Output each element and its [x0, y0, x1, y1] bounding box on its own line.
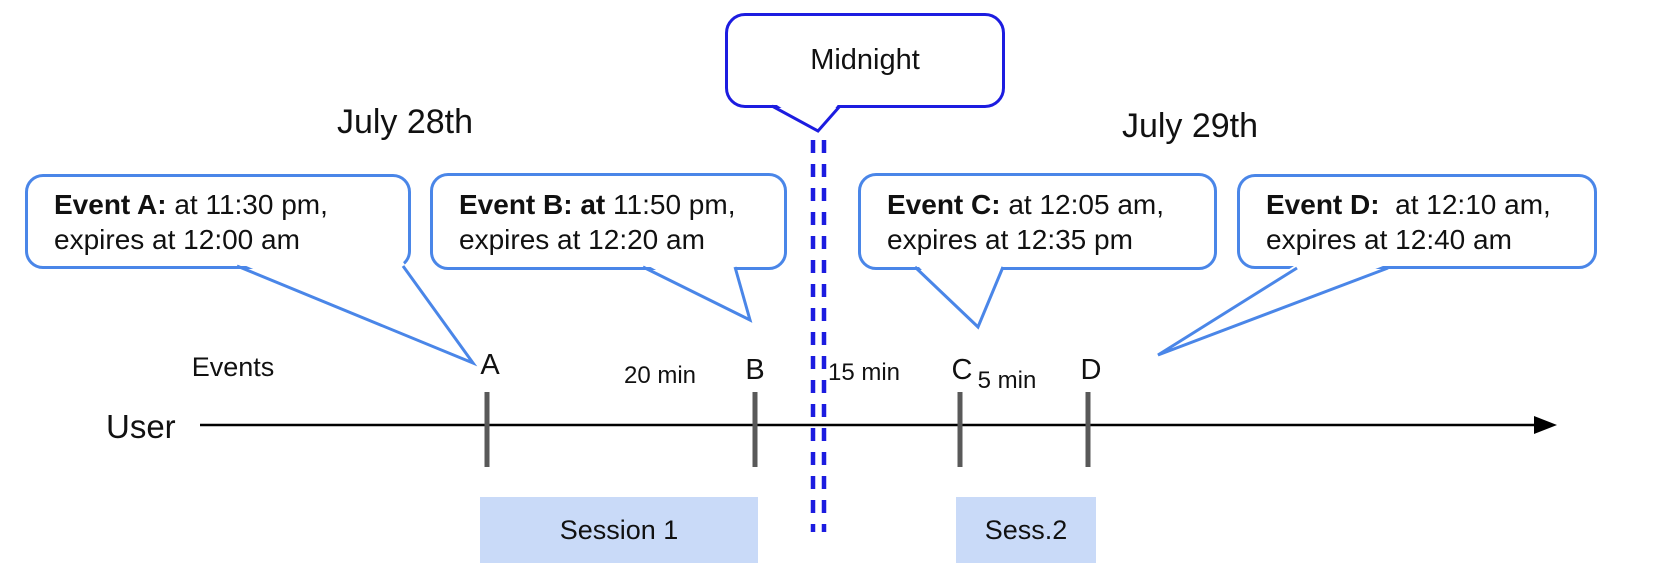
session-2-label: Sess.2: [984, 514, 1068, 545]
date-july-28: July 28th: [336, 103, 474, 141]
user-axis-label: User: [106, 408, 176, 445]
event-a-tail: [236, 262, 478, 367]
event-a-bubble: Event A: at 11:30 pm, expires at 12:00 a…: [25, 174, 411, 269]
session-1-label: Session 1: [559, 514, 679, 545]
midnight-label: Midnight: [810, 44, 920, 76]
event-c-line2: expires at 12:35 pm: [887, 223, 1133, 255]
event-c-bubble: Event C: at 12:05 am, expires at 12:35 p…: [858, 173, 1217, 270]
date-july-29: July 29th: [1121, 107, 1259, 145]
tick-label-b: B: [745, 354, 765, 386]
gap-label-5min: 5 min: [977, 367, 1037, 394]
midnight-dashed-line: [810, 140, 827, 532]
event-d-line2: expires at 12:40 am: [1266, 223, 1512, 255]
event-b-line1: Event B: at 11:50 pm,: [459, 188, 736, 220]
event-b-bubble: Event B: at 11:50 pm, expires at 12:20 a…: [430, 173, 787, 270]
event-b-line2: expires at 12:20 am: [459, 223, 705, 255]
tick-label-d: D: [1080, 354, 1102, 386]
event-a-line1: Event A: at 11:30 pm,: [54, 188, 328, 220]
timeline-arrow: [200, 416, 1557, 434]
tick-label-c: C: [951, 354, 973, 386]
event-d-bubble: Event D: at 12:10 am, expires at 12:40 a…: [1237, 174, 1597, 269]
event-b-tail: [642, 263, 753, 323]
event-d-tail: [1157, 264, 1389, 357]
session-2-box: Sess.2: [956, 497, 1096, 563]
event-c-tail: [913, 263, 1005, 330]
gap-label-20min: 20 min: [623, 362, 697, 389]
session-1-box: Session 1: [480, 497, 758, 563]
events-axis-label: Events: [191, 352, 275, 382]
event-c-line1: Event C: at 12:05 am,: [887, 188, 1165, 220]
tick-label-a: A: [480, 349, 500, 381]
event-a-line2: expires at 12:00 am: [54, 223, 300, 255]
gap-label-15min: 15 min: [827, 359, 901, 386]
event-d-line1: Event D: at 12:10 am,: [1266, 188, 1551, 220]
midnight-callout: Midnight: [725, 13, 1005, 108]
